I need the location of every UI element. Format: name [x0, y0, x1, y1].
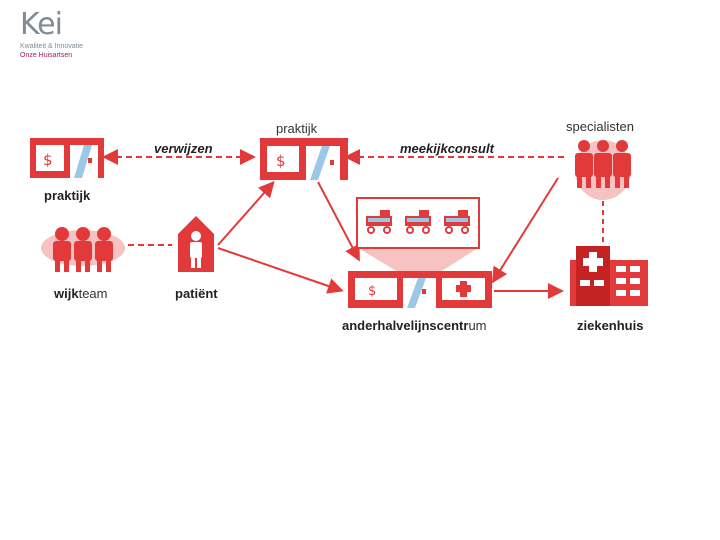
svg-text:$: $: [368, 284, 376, 299]
arrow-patient-praktijk: [217, 181, 275, 246]
logo-subtitle: Onze Huisartsen: [20, 52, 73, 59]
wijkteam-people-icon: [41, 227, 125, 272]
svg-text:$: $: [276, 152, 286, 170]
label-specialisten: specialisten: [566, 119, 634, 134]
practice-building-icon: $: [30, 138, 104, 178]
arrow-patient-centrum: [217, 247, 344, 294]
arrow-praktijk-centrum: [317, 181, 360, 262]
arrow-specialisten-centrum: [491, 177, 559, 284]
label-wijkteam-rest: team: [79, 286, 108, 301]
label-praktijk-left: praktijk: [44, 188, 91, 203]
centrum-building-icon: $: [348, 271, 492, 308]
label-centrum-c: um: [468, 318, 486, 333]
logo-tagline: Kwaliteit & Innovatie: [20, 43, 84, 50]
hospital-bed-icon: [405, 210, 431, 234]
specialists-people-icon: [575, 140, 631, 200]
label-centrum: anderhalvelijnscentrum: [342, 318, 487, 333]
label-centrum-a: anderhalvelijns: [342, 318, 437, 333]
practice-building-top-icon: $: [260, 138, 348, 180]
label-meekijkconsult: meekijkconsult: [400, 141, 495, 156]
label-centrum-b: centr: [437, 318, 469, 333]
label-wijkteam: wijkteam: [53, 286, 107, 301]
label-praktijk-top: praktijk: [276, 121, 318, 136]
label-patient: patiënt: [175, 286, 218, 301]
patient-house-icon: [178, 216, 214, 272]
hospital-icon: [570, 246, 648, 306]
hospital-bed-icon: [366, 210, 392, 234]
beds-panel: [356, 197, 480, 249]
logo-mark: Kei: [20, 7, 63, 42]
svg-text:$: $: [43, 151, 53, 169]
hospital-bed-icon: [444, 210, 470, 234]
funnel-shape: [358, 248, 478, 272]
kei-logo: Kei Kwaliteit & Innovatie Onze Huisartse…: [20, 8, 150, 60]
label-verwijzen: verwijzen: [154, 141, 213, 156]
label-wijkteam-bold: wijk: [53, 286, 79, 301]
label-ziekenhuis: ziekenhuis: [577, 318, 643, 333]
